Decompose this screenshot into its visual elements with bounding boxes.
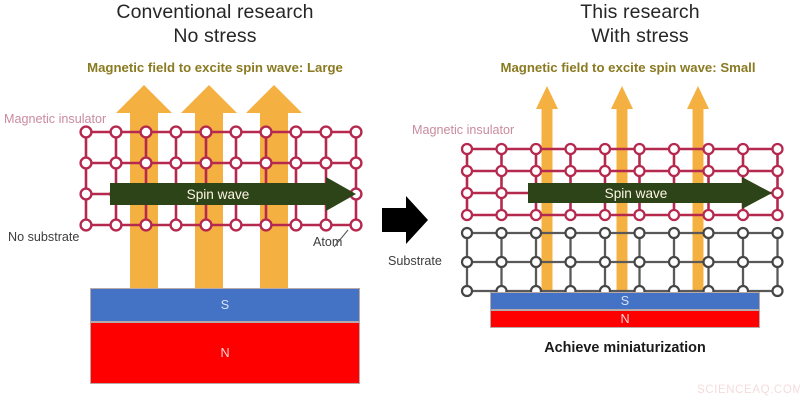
field-arrow-head-1 [116, 85, 172, 113]
right-panel-title-line2: With stress [591, 25, 689, 47]
right-panel-title-line1: This research [580, 1, 700, 23]
watermark: SCIENCEAQ.COM [697, 384, 800, 396]
right-spin-wave-label: Spin wave [605, 186, 668, 201]
field-arrow-head-3 [246, 85, 302, 113]
right-field-label: Magnetic field to excite spin wave: Smal… [500, 60, 756, 75]
right-spin-wave-arrow: Spin wave [528, 177, 772, 209]
field-arrow-head-1 [536, 86, 558, 109]
field-arrow-head-2 [181, 85, 237, 113]
field-arrow-head-2 [611, 86, 633, 109]
left-magnetic-insulator-label: Magnetic insulator [4, 112, 107, 126]
right-magnet-n-label: N [620, 311, 630, 326]
left-magnet-n-label: N [220, 345, 230, 360]
left-no-substrate-label: No substrate [8, 230, 80, 244]
field-arrow-head-3 [687, 86, 709, 109]
left-spin-wave-label: Spin wave [187, 187, 250, 202]
left-field-label: Magnetic field to excite spin wave: Larg… [87, 60, 343, 75]
atom-leader-line [333, 229, 349, 248]
right-magnet-s-label: S [620, 293, 630, 308]
right-magnet-south-pole: S [490, 292, 760, 310]
achieve-miniaturization-caption: Achieve miniaturization [544, 340, 706, 356]
left-spin-wave-arrow: Spin wave [110, 177, 356, 211]
left-magnet-north-pole: N [90, 322, 360, 384]
right-arrow-icon [382, 196, 428, 244]
right-substrate-lattice [460, 226, 784, 298]
left-magnet-s-label: S [220, 297, 230, 312]
left-panel-title-line2: No stress [173, 25, 257, 47]
right-magnet-north-pole: N [490, 310, 760, 328]
right-substrate-label: Substrate [388, 254, 442, 268]
left-panel-title-line1: Conventional research [116, 1, 314, 23]
left-magnet-south-pole: S [90, 288, 360, 322]
right-magnetic-insulator-label: Magnetic insulator [412, 123, 515, 137]
